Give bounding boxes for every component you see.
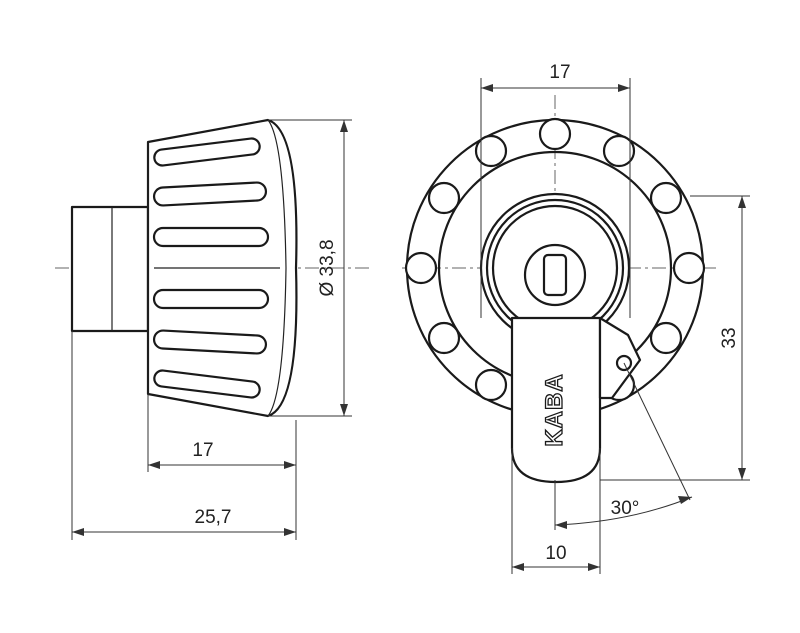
cam-lever <box>510 316 602 484</box>
knob-grooves <box>152 137 280 399</box>
keyway <box>542 253 568 297</box>
knob-rim-bumps <box>404 117 706 402</box>
cylinder-shaft <box>70 205 150 333</box>
dimension-diameter: Ø 33,8 <box>268 119 352 417</box>
dimension-total-length: 25,7 <box>71 331 296 540</box>
kaba-logo: KABA <box>541 373 568 446</box>
dim-total-length-label: 25,7 <box>195 507 232 528</box>
dimension-knob-length: 17 <box>147 394 297 540</box>
dimension-key-width: 10 <box>511 448 601 574</box>
dimension-height: 33 <box>600 195 750 481</box>
dim-angle-label: 30° <box>611 498 640 519</box>
dim-top-width-label: 17 <box>549 62 570 83</box>
front-view: KABA 17 33 10 <box>402 62 750 574</box>
dim-knob-length-label: 17 <box>192 440 213 461</box>
side-view: Ø 33,8 17 25,7 <box>55 118 370 540</box>
dim-key-width-label: 10 <box>545 543 566 564</box>
dimension-top-width: 17 <box>480 62 631 318</box>
dim-height-label: 33 <box>719 327 740 348</box>
dim-diameter-label: Ø 33,8 <box>317 239 338 296</box>
dimension-angle: 30° <box>554 362 693 530</box>
